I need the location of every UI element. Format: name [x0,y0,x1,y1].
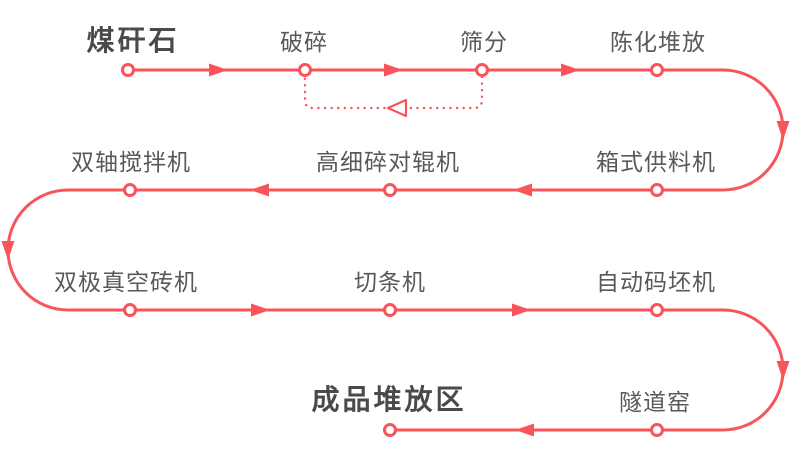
label-finished-area: 成品堆放区 [311,384,467,415]
arrow-left-1 [513,183,532,197]
label-vacuum-brick-machine: 双极真空砖机 [54,269,198,295]
node-auto-stacker [650,303,664,317]
node-screening [475,63,489,77]
arrow-curve-down-2 [1,241,15,260]
node-aging-stockpile [650,63,664,77]
label-strip-cutter: 切条机 [354,269,426,295]
node-vacuum-brick-machine [123,303,137,317]
arrow-right-1 [209,63,228,77]
label-fine-roller-crusher: 高细碎对辊机 [316,149,460,175]
label-screening: 筛分 [460,29,508,55]
label-auto-stacker: 自动码坯机 [596,269,716,295]
label-crushing: 破碎 [280,29,328,55]
arrow-right-3 [561,63,580,77]
node-crushing [298,63,312,77]
arrow-curve-down-1 [776,121,790,140]
arrow-curve-down-3 [776,361,790,380]
arrow-right-5 [512,303,531,317]
node-tunnel-kiln [650,423,664,437]
label-tunnel-kiln: 隧道窑 [619,389,691,415]
node-strip-cutter [383,303,397,317]
arrow-left-2 [250,183,269,197]
arrow-right-4 [251,303,270,317]
label-box-feeder: 箱式供料机 [596,149,716,175]
flow-path [6,68,785,432]
node-finished-area [383,423,397,437]
label-coal-gangue: 煤矸石 [86,25,180,56]
arrow-left-3 [515,423,534,437]
feedback-arrow-left [386,98,408,118]
arrow-right-2 [384,63,403,77]
node-box-feeder [650,183,664,197]
label-aging-stockpile: 陈化堆放 [610,29,706,55]
node-coal-gangue [121,63,135,77]
node-double-shaft-mixer [123,183,137,197]
label-double-shaft-mixer: 双轴搅拌机 [71,149,191,175]
node-fine-roller-crusher [383,183,397,197]
feedback-loop-path [303,75,484,110]
